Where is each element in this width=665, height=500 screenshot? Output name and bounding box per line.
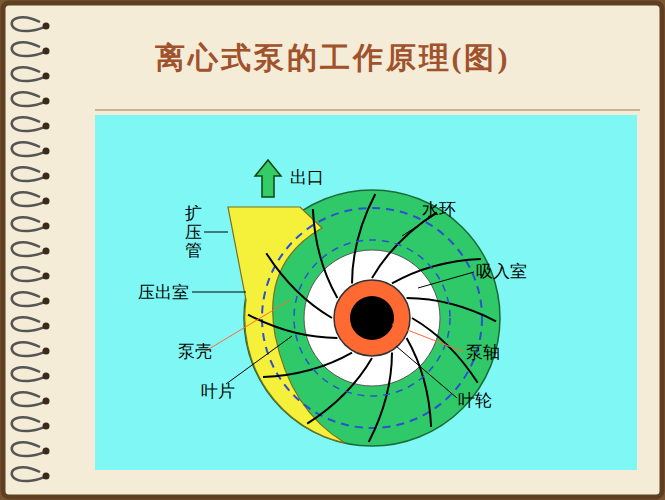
- ring-hole: [43, 173, 50, 180]
- title-rule: [95, 109, 640, 111]
- ring-hole: [43, 198, 50, 205]
- ring-hole: [43, 223, 50, 230]
- spiral-ring: [12, 442, 46, 456]
- ring-hole: [43, 348, 50, 355]
- blade: [313, 209, 338, 298]
- ring-hole: [43, 73, 50, 80]
- spiral-rings: [12, 17, 50, 481]
- cyan-panel: [95, 115, 637, 470]
- ring-hole: [43, 148, 50, 155]
- blade: [352, 194, 375, 283]
- ring-hole: [43, 423, 50, 430]
- ring-hole: [43, 398, 50, 405]
- spiral-ring: [12, 67, 46, 81]
- spiral-ring: [12, 417, 46, 431]
- spiral-ring: [12, 167, 46, 181]
- spiral-ring: [12, 267, 46, 281]
- spiral-ring: [12, 117, 46, 131]
- spiral-ring: [12, 142, 46, 156]
- notebook-page: [3, 3, 662, 497]
- part-label: 压出室: [138, 282, 189, 302]
- spiral-ring: [12, 217, 46, 231]
- blade: [369, 353, 392, 442]
- spiral-ring: [12, 317, 46, 331]
- blade: [407, 338, 432, 427]
- outlet-arrow: [255, 160, 281, 197]
- spiral-ring: [12, 392, 46, 406]
- spiral-ring: [12, 192, 46, 206]
- part-label: 叶片: [201, 381, 235, 401]
- part-label: 泵壳: [178, 341, 212, 361]
- spiral-ring: [12, 17, 46, 31]
- spiral-ring: [12, 42, 46, 56]
- impeller-hub: [334, 280, 410, 356]
- spiral-ring: [12, 242, 46, 256]
- ring-hole: [43, 373, 50, 380]
- pump-shaft: [350, 296, 394, 340]
- part-label: 出口: [290, 167, 324, 187]
- ring-hole: [43, 448, 50, 455]
- ring-hole: [43, 98, 50, 105]
- impeller-blades: [248, 194, 496, 442]
- ring-hole: [43, 123, 50, 130]
- ring-hole: [43, 23, 50, 30]
- spiral-ring: [12, 292, 46, 306]
- spiral-ring: [12, 92, 46, 106]
- part-label: 扩压管: [185, 204, 202, 260]
- leader-lines: [192, 214, 474, 398]
- part-label: 泵轴: [466, 342, 500, 362]
- ring-hole: [43, 323, 50, 330]
- ring-hole: [43, 298, 50, 305]
- blade: [248, 315, 337, 338]
- part-label: 水环: [422, 199, 456, 219]
- spiral-ring: [12, 367, 46, 381]
- blade: [407, 298, 496, 321]
- slide-title: 离心式泵的工作原理(图): [0, 38, 665, 79]
- ring-hole: [43, 48, 50, 55]
- part-label: 吸入室: [476, 261, 527, 281]
- spiral-ring: [12, 342, 46, 356]
- water-ring-dash: [262, 208, 482, 428]
- part-label: 叶轮: [458, 390, 492, 410]
- ring-hole: [43, 273, 50, 280]
- spiral-ring: [12, 467, 46, 481]
- ring-hole: [43, 473, 50, 480]
- ring-hole: [43, 248, 50, 255]
- blade: [263, 353, 352, 378]
- blade: [392, 259, 481, 284]
